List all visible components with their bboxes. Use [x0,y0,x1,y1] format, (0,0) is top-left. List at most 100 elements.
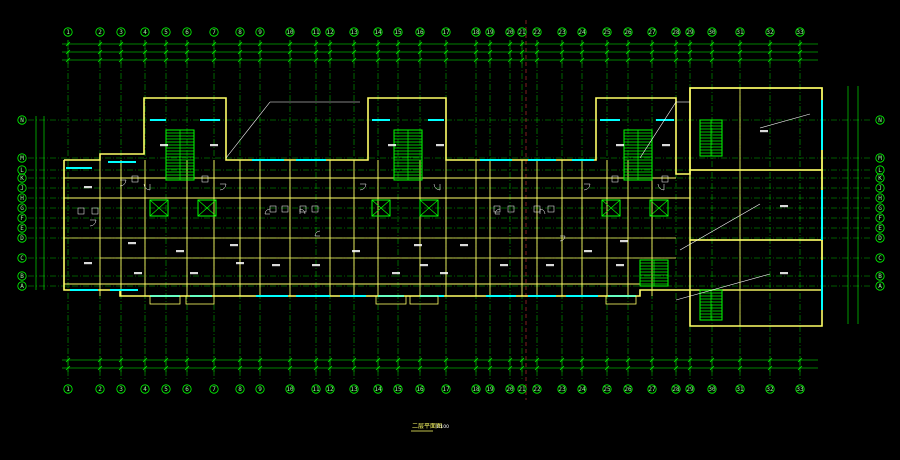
room-label-mark [352,250,360,253]
sanitary-fixture [201,175,209,183]
axis-bubble-label: L [878,167,882,174]
axis-bubble-circle [647,384,657,394]
stair-core-4 [699,119,723,157]
axis-bubble-label: 24 [578,29,586,36]
axis-bubble-label: 26 [624,29,632,36]
axis-bubble-label: 21 [518,29,526,36]
axis-bubble-circle [209,384,219,394]
axis-bubble-left: B [17,271,27,281]
sanitary-fixture [507,205,515,213]
axis-bubble-top: 2 [95,27,105,37]
axis-bubble-label: 1 [66,386,70,393]
elevator-shaft [371,199,391,217]
axis-bubble-circle [63,27,73,37]
axis-bubble-bottom: 22 [532,384,542,394]
room-label-mark [312,264,320,267]
axis-bubble-circle [116,27,126,37]
axis-bubble-label: 3 [119,29,123,36]
stair-core-3 [623,129,653,181]
elevator [197,199,217,217]
axis-bubble-label: C [878,255,882,262]
axis-bubble-top: 23 [557,27,567,37]
axis-bubble-label: N [20,117,24,124]
axis-bubble-circle [161,27,171,37]
axis-bubble-circle [17,153,27,163]
axis-bubble-bottom: 6 [182,384,192,394]
room-label-mark [440,272,448,275]
axis-bubble-circle [17,253,27,263]
axis-bubble-label: L [20,167,24,174]
sanitary-fixture [611,175,619,183]
axis-bubble-circle [602,384,612,394]
axis-bubble-circle [311,27,321,37]
axis-bubble-circle [393,27,403,37]
axis-bubble-label: 27 [648,386,656,393]
axis-bubble-top: 13 [349,27,359,37]
axis-bubble-circle [795,27,805,37]
axis-bubble-circle [311,384,321,394]
axis-bubble-circle [671,27,681,37]
axis-bubble-circle [471,27,481,37]
leader-line [679,203,761,251]
room-label-mark [420,264,428,267]
axis-bubble-bottom: 13 [349,384,359,394]
door-swing [657,183,665,191]
elevator-cross [601,199,621,217]
axis-bubble-label: 3 [119,386,123,393]
axis-bubble-label: 25 [603,386,611,393]
axis-bubble-bottom: 5 [161,384,171,394]
axis-bubble-bottom: 21 [517,384,527,394]
axis-bubble-label: 31 [736,386,744,393]
door-swing [219,183,227,191]
axis-bubble-right: G [875,203,885,213]
axis-bubble-circle [735,27,745,37]
axis-bubble-circle [875,233,885,243]
axis-bubble-label: 19 [486,386,494,393]
room-label-mark [620,240,628,243]
axis-bubble-circle [255,384,265,394]
axis-bubble-label: F [878,215,882,222]
axis-bubble-circle [671,384,681,394]
axis-bubble-circle [735,384,745,394]
axis-bubble-top: 30 [707,27,717,37]
axis-bubble-label: K [878,175,882,182]
axis-bubble-circle [17,233,27,243]
axis-bubble-bottom: 19 [485,384,495,394]
door-swing [539,208,546,215]
axis-bubble-label: 32 [766,29,774,36]
axis-bubble-label: D [878,235,882,242]
axis-bubble-circle [875,271,885,281]
axis-bubble-circle [623,384,633,394]
axis-bubble-label: 13 [350,29,358,36]
axis-bubble-label: 32 [766,386,774,393]
axis-bubble-circle [707,27,717,37]
axis-bubble-top: 10 [285,27,295,37]
axis-bubble-label: 12 [326,386,334,393]
axis-bubble-top: 24 [577,27,587,37]
axis-bubble-bottom: 18 [471,384,481,394]
axis-bubble-label: 22 [533,29,541,36]
stair-core-1 [165,129,195,181]
axis-bubble-circle [17,213,27,223]
annotation-leaders [225,101,811,301]
axis-bubble-top: 4 [140,27,150,37]
axis-bubble-bottom: 16 [415,384,425,394]
axis-bubble-label: 30 [708,29,716,36]
axis-bubble-circle [17,173,27,183]
axis-bubble-right: F [875,213,885,223]
axis-bubble-left: N [17,115,27,125]
balcony [375,295,407,305]
axis-bubble-right: N [875,115,885,125]
axis-bubble-right: C [875,253,885,263]
elevator-cross [419,199,439,217]
axis-bubble-label: 13 [350,386,358,393]
axis-bubble-circle [285,384,295,394]
axis-bubble-bottom: 10 [285,384,295,394]
room-label-mark [584,250,592,253]
elevator [371,199,391,217]
axis-bubble-top: 12 [325,27,335,37]
axis-bubble-label: 16 [416,29,424,36]
elevator-shaft [649,199,669,217]
building-outline [63,87,823,327]
